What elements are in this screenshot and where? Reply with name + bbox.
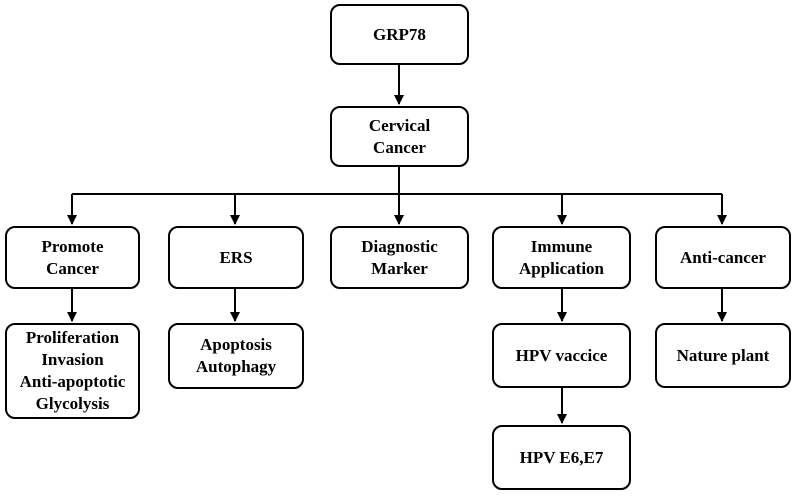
node-nature-plant-label: Nature plant xyxy=(676,345,770,365)
node-proliferation: Proliferation Invasion Anti-apoptotic Gl… xyxy=(5,323,140,419)
node-immune-application-label: Immune Application xyxy=(518,236,605,278)
node-hpv-vaccice-label: HPV vaccice xyxy=(515,345,608,365)
node-proliferation-label: Proliferation Invasion Anti-apoptotic Gl… xyxy=(19,328,126,413)
node-grp78-label: GRP78 xyxy=(373,24,426,44)
node-apoptosis-autophagy: Apoptosis Autophagy xyxy=(168,323,304,389)
node-hpv-e6e7-label: HPV E6,E7 xyxy=(519,447,604,467)
node-diagnostic-marker: Diagnostic Marker xyxy=(330,226,469,289)
node-promote-cancer-label: Promote Cancer xyxy=(41,236,104,278)
node-ers-label: ERS xyxy=(219,247,253,267)
node-anti-cancer-label: Anti-cancer xyxy=(680,247,766,267)
node-anti-cancer: Anti-cancer xyxy=(655,226,791,289)
node-immune-application: Immune Application xyxy=(492,226,631,289)
node-apoptosis-autophagy-label: Apoptosis Autophagy xyxy=(195,335,277,376)
node-cervical-cancer: Cervical Cancer xyxy=(330,106,469,167)
node-promote-cancer: Promote Cancer xyxy=(5,226,140,289)
node-hpv-vaccice: HPV vaccice xyxy=(492,323,631,388)
node-hpv-e6e7: HPV E6,E7 xyxy=(492,425,631,490)
node-diagnostic-marker-label: Diagnostic Marker xyxy=(361,236,438,278)
node-nature-plant: Nature plant xyxy=(655,323,791,388)
node-cervical-cancer-label: Cervical Cancer xyxy=(368,115,431,157)
node-grp78: GRP78 xyxy=(330,4,469,65)
node-ers: ERS xyxy=(168,226,304,289)
